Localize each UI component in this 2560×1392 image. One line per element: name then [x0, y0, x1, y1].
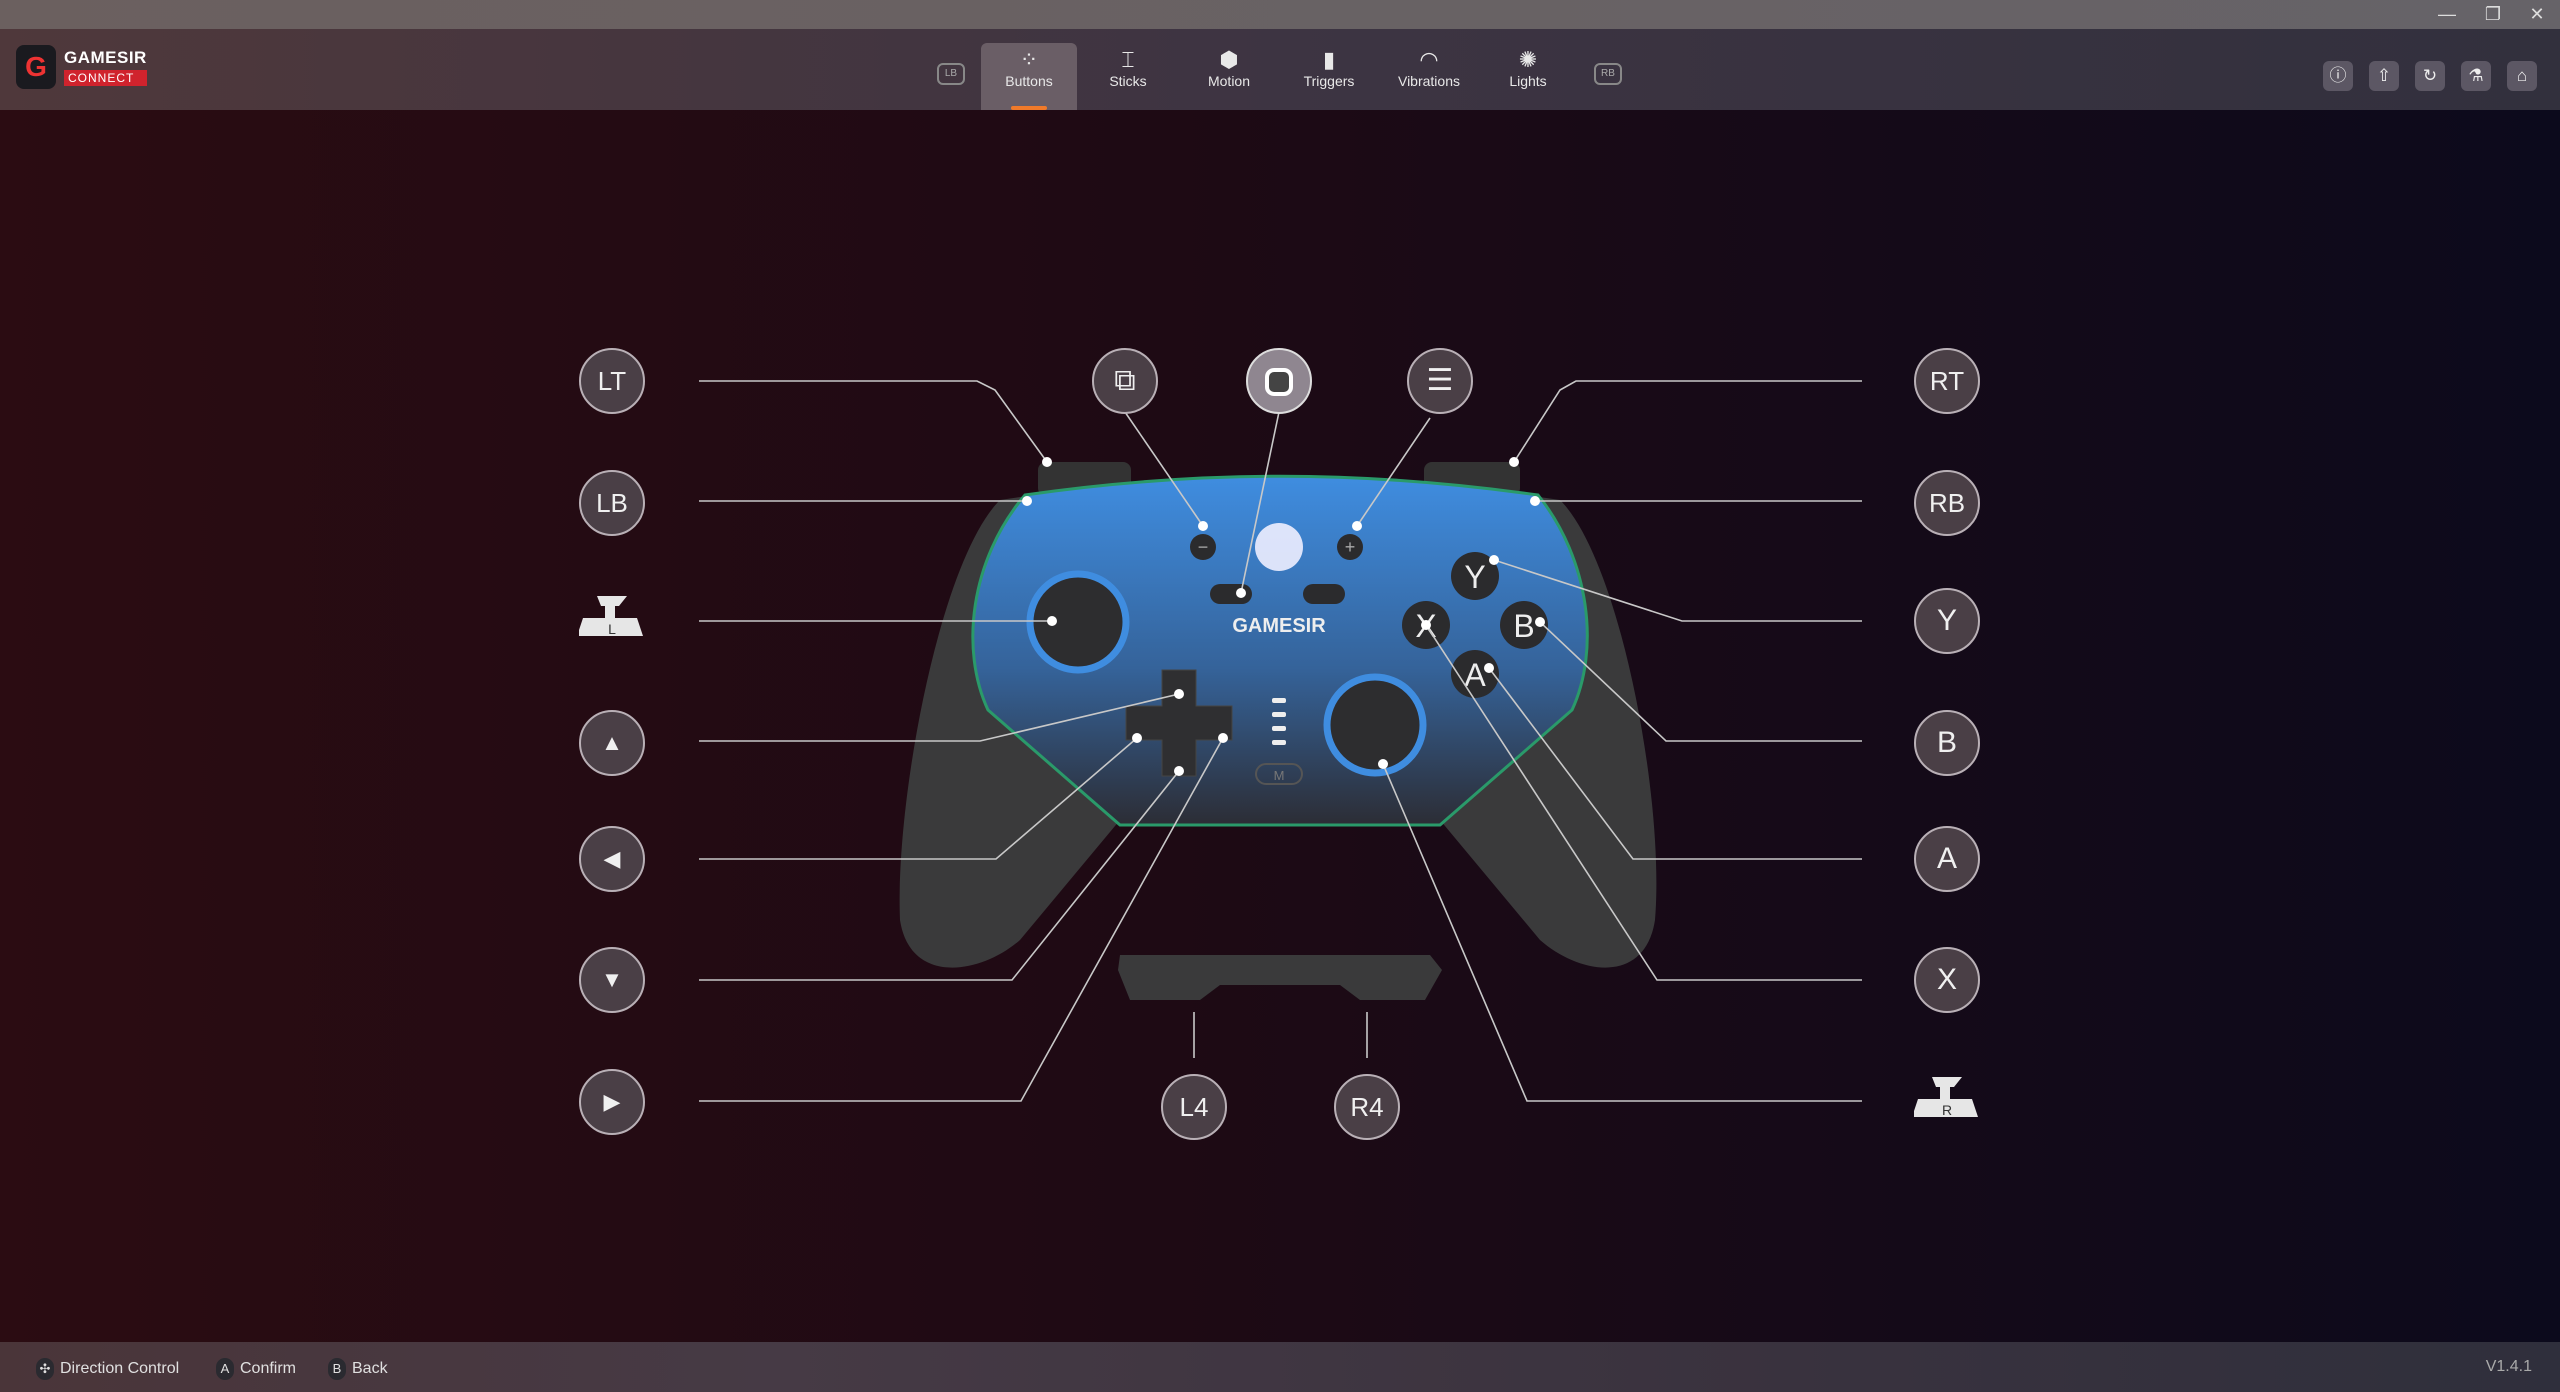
map-y-button[interactable]: Y	[1914, 588, 1980, 654]
buttons-icon: ⁘	[1019, 47, 1039, 72]
tab-label: Motion	[1207, 73, 1251, 89]
b-key-icon: B	[328, 1358, 346, 1380]
face-y: Y	[1464, 559, 1485, 595]
map-dpad-down-button[interactable]: ▼	[579, 947, 645, 1013]
face-a: A	[1464, 657, 1486, 693]
capture-icon	[1265, 368, 1293, 397]
tab-motion[interactable]: ⬢Motion	[1181, 43, 1277, 110]
left-stick-icon: L	[577, 596, 643, 637]
tab-buttons[interactable]: ⁘Buttons	[981, 43, 1077, 110]
map-l4-button[interactable]: L4	[1161, 1074, 1227, 1140]
left-stick-label: L	[608, 621, 616, 637]
anchor-dots	[1022, 457, 1545, 776]
gamesir-emblem-icon	[1255, 523, 1303, 571]
left-stick[interactable]	[1026, 570, 1130, 674]
hint-direction-label: Direction Control	[60, 1360, 180, 1377]
map-dpad-up-button[interactable]: ▲	[579, 710, 645, 776]
tab-prev-lb[interactable]: LB	[937, 63, 965, 85]
tab-vibrations[interactable]: ◠Vibrations	[1381, 43, 1477, 110]
minimize-button[interactable]: —	[2438, 4, 2456, 24]
tab-triggers[interactable]: ▮Triggers	[1281, 43, 1377, 110]
hint-back-label: Back	[352, 1360, 388, 1377]
hint-back: B Back	[328, 1358, 388, 1380]
gamesir-logo-icon: G	[16, 45, 56, 89]
tab-label: Sticks	[1109, 73, 1147, 89]
leader-lines	[699, 380, 1862, 1102]
app-logo: G GAMESIR CONNECT	[16, 45, 147, 89]
footer-bar: ✣ Direction Control A Confirm B Back V1.4.1	[0, 1342, 2560, 1392]
dpad-hint-icon: ✣	[36, 1358, 54, 1380]
version-label: V1.4.1	[2485, 1358, 2532, 1375]
m-button-label: M	[1274, 768, 1285, 783]
tab-sticks[interactable]: ⌶Sticks	[1080, 43, 1176, 110]
hint-confirm: A Confirm	[216, 1358, 296, 1380]
tab-label: Lights	[1509, 73, 1547, 89]
hint-direction: ✣ Direction Control	[36, 1358, 179, 1380]
map-b-button[interactable]: B	[1914, 710, 1980, 776]
map-x-button[interactable]: X	[1914, 947, 1980, 1013]
triggers-icon: ▮	[1322, 47, 1336, 72]
map-view-button[interactable]: ⧉	[1092, 348, 1158, 414]
sticks-icon: ⌶	[1121, 47, 1135, 72]
map-menu-button[interactable]: ☰	[1407, 348, 1473, 414]
restore-button[interactable]: ❐	[2484, 4, 2502, 24]
map-capture-button[interactable]	[1246, 348, 1312, 414]
lab-button[interactable]: ⚗	[2461, 61, 2491, 91]
hint-confirm-label: Confirm	[240, 1360, 297, 1377]
tab-label: Vibrations	[1397, 73, 1460, 89]
title-bar: — ❐ ✕	[0, 0, 2560, 29]
reset-button[interactable]: ↻	[2415, 61, 2445, 91]
map-lt-button[interactable]: LT	[579, 348, 645, 414]
controller-brand: GAMESIR	[1232, 615, 1326, 637]
face-b: B	[1513, 608, 1534, 644]
logo-sub: CONNECT	[64, 70, 147, 86]
map-a-button[interactable]: A	[1914, 826, 1980, 892]
map-r4-button[interactable]: R4	[1334, 1074, 1400, 1140]
right-stick-label: R	[1942, 1102, 1952, 1118]
svg-text:+: +	[1345, 537, 1356, 557]
map-rb-button[interactable]: RB	[1914, 470, 1980, 536]
vibrations-icon: ◠	[1419, 47, 1439, 72]
right-stick-icon: R	[1912, 1077, 1978, 1118]
motion-icon: ⬢	[1219, 47, 1239, 72]
map-rt-button[interactable]: RT	[1914, 348, 1980, 414]
map-left-stick-button[interactable]: L	[577, 588, 645, 654]
a-key-icon: A	[216, 1358, 234, 1380]
right-stick[interactable]	[1323, 673, 1427, 777]
info-button[interactable]: ⓘ	[2323, 61, 2353, 91]
tab-label: Buttons	[1005, 73, 1053, 89]
svg-text:−: −	[1198, 537, 1209, 557]
header: G GAMESIR CONNECT LB ⁘Buttons ⌶Sticks ⬢Mo…	[0, 29, 2560, 110]
tab-label: Triggers	[1303, 73, 1355, 89]
lights-icon: ✺	[1518, 47, 1538, 72]
home-button[interactable]: ⌂	[2507, 61, 2537, 91]
map-right-stick-button[interactable]: R	[1912, 1069, 1980, 1135]
close-button[interactable]: ✕	[2529, 4, 2545, 24]
map-lb-button[interactable]: LB	[579, 470, 645, 536]
controller-body: −+	[899, 462, 1657, 1000]
tab-next-rb[interactable]: RB	[1594, 63, 1622, 85]
upload-button[interactable]: ⇧	[2369, 61, 2399, 91]
logo-brand: GAMESIR	[64, 48, 147, 67]
tab-lights[interactable]: ✺Lights	[1480, 43, 1576, 110]
map-dpad-right-button[interactable]: ▶	[579, 1069, 645, 1135]
map-dpad-left-button[interactable]: ◀	[579, 826, 645, 892]
